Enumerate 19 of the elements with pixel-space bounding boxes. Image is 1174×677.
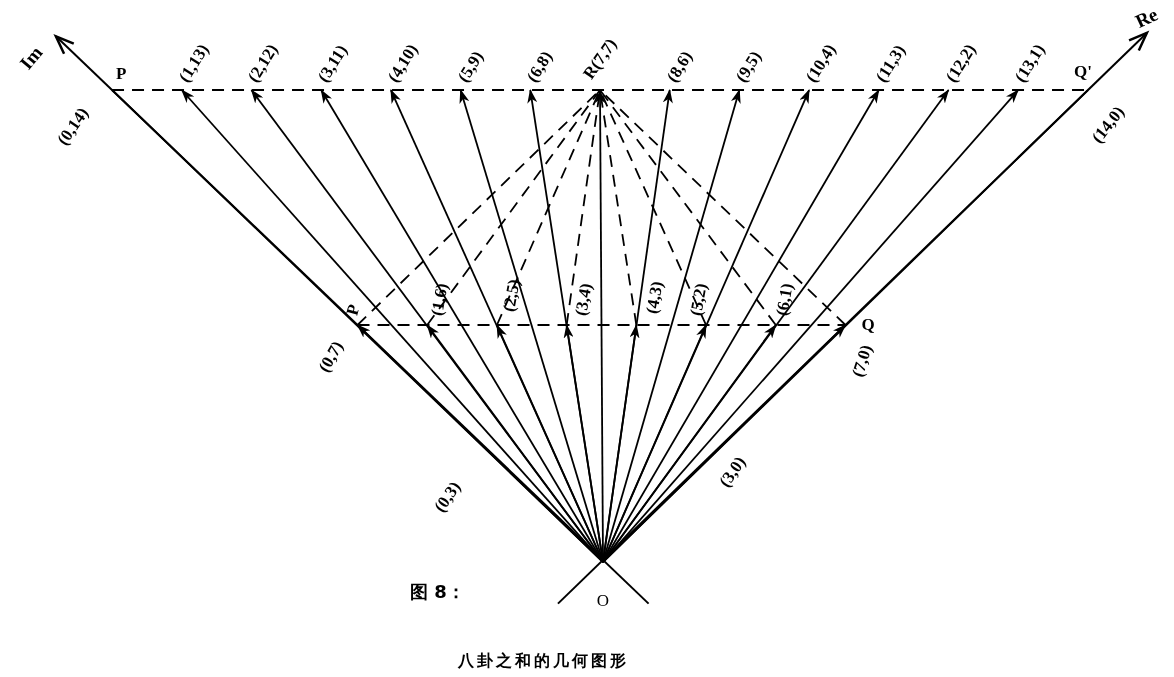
point-label: Q'	[1073, 63, 1092, 80]
figure-caption: 八卦之和的几何图形	[456, 652, 630, 670]
axis-label: Im	[17, 43, 45, 72]
dashed-line	[426, 89, 601, 326]
point-label: (4,3)	[643, 279, 666, 315]
point-label: P	[343, 302, 363, 317]
arrow	[602, 324, 847, 563]
arrow	[356, 324, 604, 563]
point-label: P	[116, 65, 127, 82]
point-label: (6,1)	[773, 281, 796, 317]
axis-label: Re	[1132, 5, 1161, 30]
point-label: (3,4)	[571, 281, 595, 317]
origin-label: O	[594, 564, 612, 609]
point-label: Q	[861, 316, 875, 333]
dashed-line	[356, 324, 847, 326]
dashed-line	[599, 89, 777, 326]
coordinate-label: (7,0)	[849, 342, 876, 379]
figure-number: 图 8：	[410, 583, 465, 601]
point-label: (5,2)	[687, 281, 710, 317]
